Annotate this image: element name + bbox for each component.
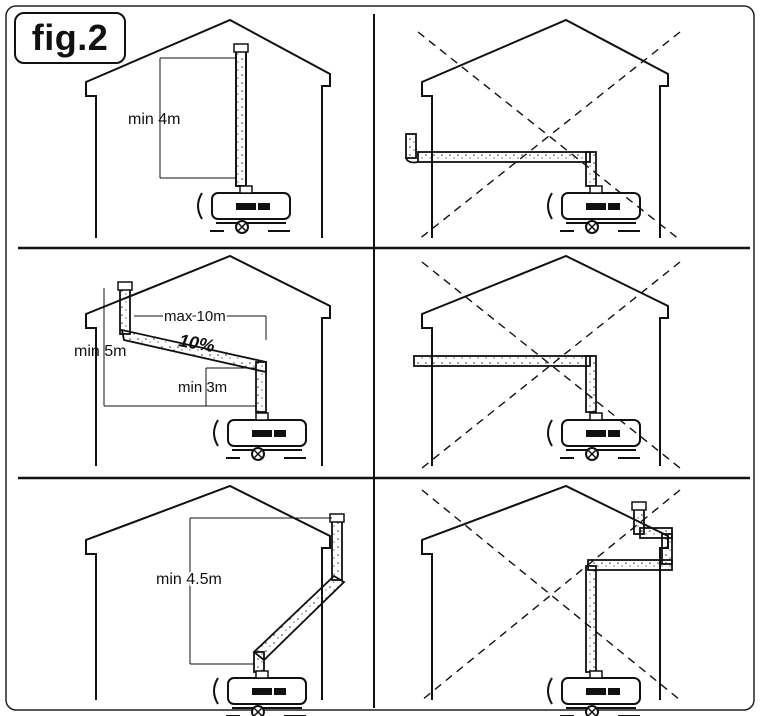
label-min-rise: min 3m bbox=[178, 379, 227, 396]
label-min-height: min 4.5m bbox=[156, 571, 222, 588]
outer-frame bbox=[5, 5, 755, 711]
figure-tag: fig.2 bbox=[14, 12, 126, 64]
flue-cap bbox=[233, 43, 249, 53]
figure-tag-text: fig.2 bbox=[31, 17, 109, 58]
house-outline bbox=[421, 254, 669, 466]
house-outline bbox=[85, 18, 331, 238]
panel-row3-wrong bbox=[421, 484, 681, 716]
house-outline bbox=[85, 484, 331, 700]
flue-pipe bbox=[413, 355, 591, 367]
flue-pipe bbox=[417, 151, 591, 163]
house-outline bbox=[85, 254, 331, 466]
panel-row1-correct: min 4m bbox=[85, 18, 331, 238]
panel-row3-correct: min 4.5m bbox=[85, 484, 346, 716]
panel-row1-wrong bbox=[405, 18, 681, 241]
panel-row2-wrong bbox=[413, 254, 681, 469]
flue-chimney bbox=[331, 519, 343, 581]
flue-pipe-riser bbox=[405, 133, 417, 159]
flue-pipe bbox=[587, 559, 673, 571]
flue-pipe bbox=[235, 49, 247, 187]
label-min-height: min 4m bbox=[128, 111, 180, 128]
label-min-height: min 5m bbox=[74, 343, 126, 360]
panel-row2-correct: min 5m max 10m 10% min 3m bbox=[74, 254, 331, 466]
flue-chimney bbox=[119, 287, 131, 335]
house-outline bbox=[421, 18, 669, 238]
label-max-run: max 10m bbox=[164, 308, 226, 325]
flue-pipe-top bbox=[639, 527, 673, 539]
